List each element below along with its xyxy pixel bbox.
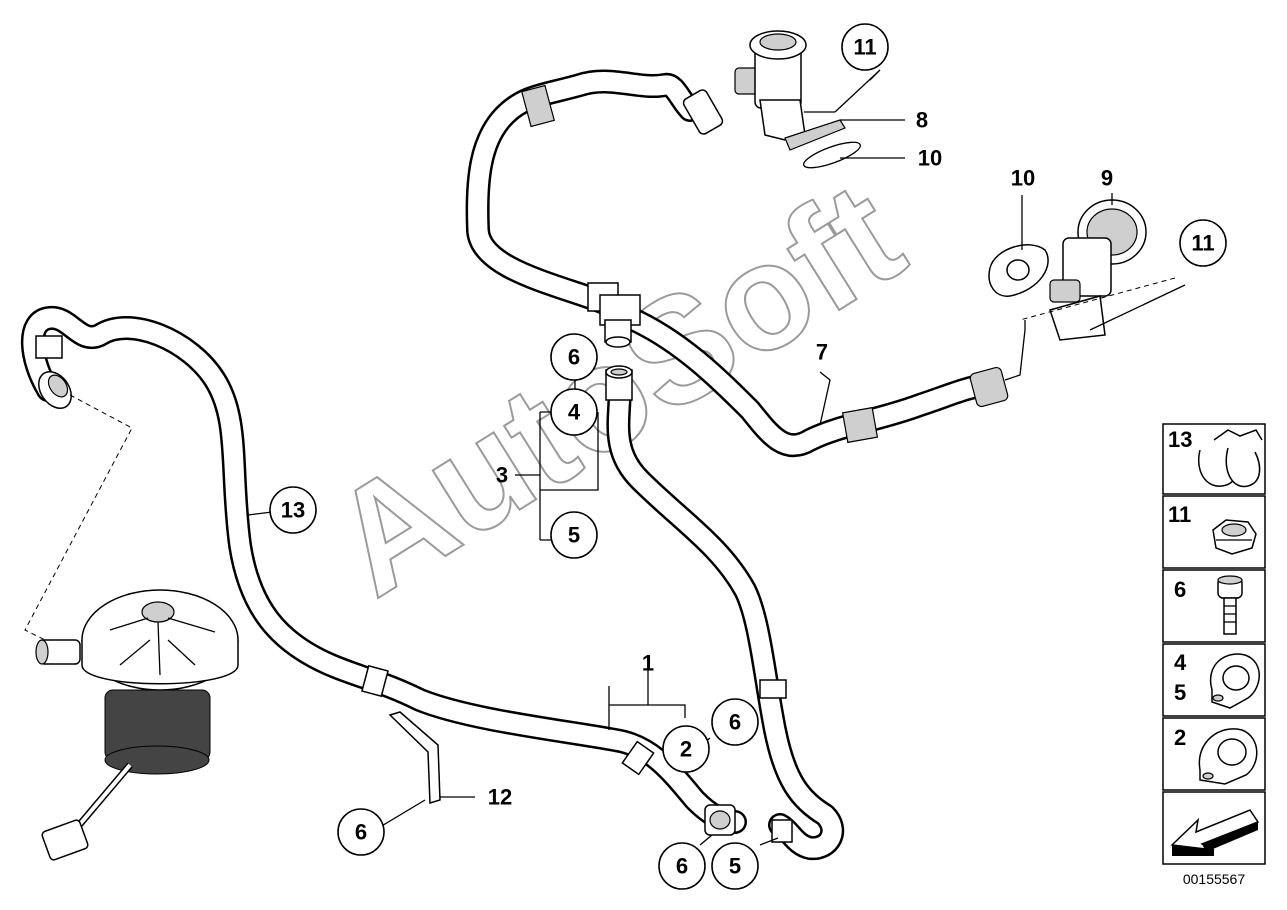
legend-row-13: 13 xyxy=(1162,423,1266,495)
svg-text:4: 4 xyxy=(568,400,581,425)
t-connector xyxy=(599,294,641,348)
legend-row-4-5: 4 5 xyxy=(1162,643,1266,717)
callout-5-bottom: 5 xyxy=(711,842,759,890)
hex-nut-icon xyxy=(1212,519,1257,555)
pipe-clamp-icon xyxy=(1209,653,1260,709)
svg-text:13: 13 xyxy=(1168,427,1192,452)
callout-3: 3 xyxy=(496,463,508,488)
valve-8 xyxy=(682,30,846,151)
hose-7 xyxy=(618,306,997,458)
hose-13 xyxy=(20,306,747,834)
callout-6-mid: 6 xyxy=(550,333,598,381)
callout-13: 13 xyxy=(269,486,317,534)
svg-text:6: 6 xyxy=(355,820,367,845)
legend-row-11: 11 xyxy=(1162,495,1266,569)
svg-text:5: 5 xyxy=(1174,680,1186,705)
hose-upper xyxy=(465,69,702,317)
callout-5-mid: 5 xyxy=(550,511,598,559)
hose-13-fitting xyxy=(38,371,72,409)
callout-10-right: 10 xyxy=(1011,166,1035,191)
callout-6-bottom: 6 xyxy=(658,842,706,890)
callout-10-top: 10 xyxy=(918,146,942,171)
callout-2: 2 xyxy=(662,725,710,773)
direction-arrow-icon xyxy=(1170,809,1260,856)
callout-12: 12 xyxy=(488,785,512,810)
pipe-end xyxy=(605,365,633,401)
svg-text:2: 2 xyxy=(1174,725,1186,750)
legend-row-arrow xyxy=(1162,791,1266,865)
callout-4: 4 xyxy=(550,388,598,436)
svg-text:6: 6 xyxy=(568,345,580,370)
bottom-fitting xyxy=(704,804,793,843)
svg-text:5: 5 xyxy=(568,523,580,548)
gasket-10-upper xyxy=(803,141,861,169)
legend-row-6: 6 xyxy=(1162,569,1266,643)
svg-text:2: 2 xyxy=(680,737,692,762)
callout-6-bracket: 6 xyxy=(337,808,385,856)
gasket-10-right xyxy=(988,244,1049,297)
bolt-icon xyxy=(1217,575,1243,635)
legend-row-2: 2 xyxy=(1162,717,1266,791)
bracket-12 xyxy=(388,711,441,804)
hose-clip-icon xyxy=(1198,429,1263,488)
leader-lines xyxy=(24,69,1186,846)
svg-text:6: 6 xyxy=(729,710,741,735)
svg-text:11: 11 xyxy=(1168,502,1191,527)
svg-text:11: 11 xyxy=(1191,231,1214,256)
air-pump xyxy=(35,589,239,861)
callout-11-top: 11 xyxy=(841,23,889,71)
svg-text:6: 6 xyxy=(1174,577,1186,602)
pipe-clamp-icon-2 xyxy=(1198,728,1258,785)
hose-7-fitting xyxy=(969,366,1009,408)
callout-6-right: 6 xyxy=(711,698,759,746)
svg-text:11: 11 xyxy=(853,35,876,60)
callout-8: 8 xyxy=(916,108,928,133)
callout-7: 7 xyxy=(816,340,828,365)
legend: 13 11 6 xyxy=(1162,423,1266,865)
callout-11-right: 11 xyxy=(1179,219,1227,267)
svg-text:4: 4 xyxy=(1174,650,1187,675)
svg-text:6: 6 xyxy=(676,854,688,879)
callout-9: 9 xyxy=(1101,166,1113,191)
valve-9 xyxy=(1049,199,1147,341)
callout-1: 1 xyxy=(642,651,654,676)
svg-text:5: 5 xyxy=(729,854,741,879)
svg-text:13: 13 xyxy=(281,498,305,523)
reference-number: 00155567 xyxy=(1183,871,1246,887)
